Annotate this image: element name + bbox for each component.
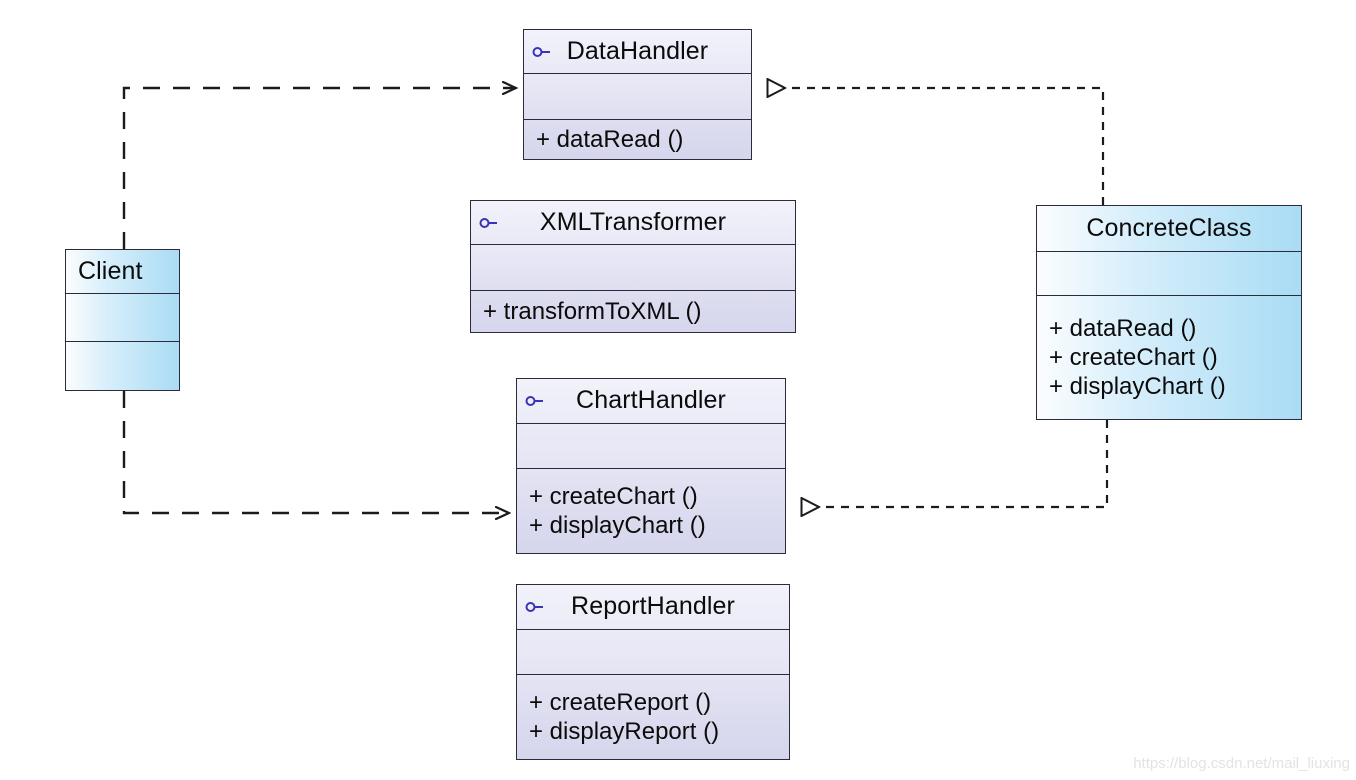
concreteclass-operation: + displayChart (): [1049, 373, 1226, 401]
interface-lollipop-icon: [532, 46, 550, 57]
xmltransformer-title-compartment: XMLTransformer: [471, 201, 795, 244]
xmltransformer-name: XMLTransformer: [539, 208, 727, 237]
concreteclass-title-compartment: ConcreteClass: [1037, 206, 1301, 251]
client-name: Client: [78, 257, 143, 286]
uml-node-xmltransformer[interactable]: XMLTransformer + transformToXML (): [470, 200, 796, 333]
reporthandler-title-compartment: ReportHandler: [517, 585, 789, 629]
charthandler-title-row: ChartHandler: [517, 386, 785, 415]
datahandler-attributes-compartment: [524, 73, 751, 118]
charthandler-operations-compartment: + createChart () + displayChart (): [517, 467, 785, 553]
datahandler-operation: + dataRead (): [536, 125, 684, 153]
charthandler-attributes-compartment: [517, 422, 785, 468]
interface-lollipop-icon: [525, 395, 543, 406]
reporthandler-operation: + displayReport (): [529, 717, 720, 745]
datahandler-name: DataHandler: [566, 37, 709, 66]
charthandler-title-compartment: ChartHandler: [517, 379, 785, 423]
edge-concreteclass-realizes-datahandler: [785, 88, 1105, 205]
concreteclass-operations-compartment: + dataRead () + createChart () + display…: [1037, 295, 1301, 419]
reporthandler-operation: + createReport (): [529, 688, 712, 716]
charthandler-operation: + createChart (): [529, 482, 698, 510]
interface-lollipop-icon: [479, 217, 497, 228]
edge-concreteclass-realizes-charthandler: [819, 420, 1109, 507]
client-title-row: Client: [66, 257, 179, 286]
concreteclass-name: ConcreteClass: [1086, 213, 1252, 242]
edge-client-to-charthandler: [122, 391, 509, 513]
uml-node-reporthandler[interactable]: ReportHandler + createReport () + displa…: [516, 584, 790, 760]
reporthandler-title-row: ReportHandler: [517, 592, 789, 621]
datahandler-operations-compartment: + dataRead (): [524, 118, 751, 159]
client-title-compartment: Client: [66, 250, 179, 293]
concreteclass-title-row: ConcreteClass: [1037, 214, 1301, 243]
datahandler-title-compartment: DataHandler: [524, 30, 751, 73]
xmltransformer-title-row: XMLTransformer: [471, 208, 795, 237]
charthandler-name: ChartHandler: [576, 386, 726, 415]
concreteclass-operation: + createChart (): [1049, 343, 1218, 371]
uml-node-client[interactable]: Client: [65, 249, 180, 391]
reporthandler-name: ReportHandler: [571, 592, 735, 621]
charthandler-operation: + displayChart (): [529, 511, 706, 539]
concreteclass-operation: + dataRead (): [1049, 314, 1197, 342]
edge-client-to-datahandler: [122, 88, 516, 249]
xmltransformer-attributes-compartment: [471, 244, 795, 289]
uml-node-charthandler[interactable]: ChartHandler + createChart () + displayC…: [516, 378, 786, 554]
interface-lollipop-icon: [525, 601, 543, 612]
concreteclass-attributes-compartment: [1037, 250, 1301, 296]
client-operations-compartment: [66, 340, 179, 390]
reporthandler-attributes-compartment: [517, 628, 789, 674]
uml-node-concreteclass[interactable]: ConcreteClass + dataRead () + createChar…: [1036, 205, 1302, 420]
datahandler-title-row: DataHandler: [524, 37, 751, 66]
client-attributes-compartment: [66, 293, 179, 340]
uml-node-datahandler[interactable]: DataHandler + dataRead (): [523, 29, 752, 160]
source-watermark: https://blog.csdn.net/mail_liuxing: [1133, 755, 1350, 772]
xmltransformer-operations-compartment: + transformToXML (): [471, 289, 795, 332]
xmltransformer-operation: + transformToXML (): [483, 297, 702, 325]
reporthandler-operations-compartment: + createReport () + displayReport (): [517, 673, 789, 759]
